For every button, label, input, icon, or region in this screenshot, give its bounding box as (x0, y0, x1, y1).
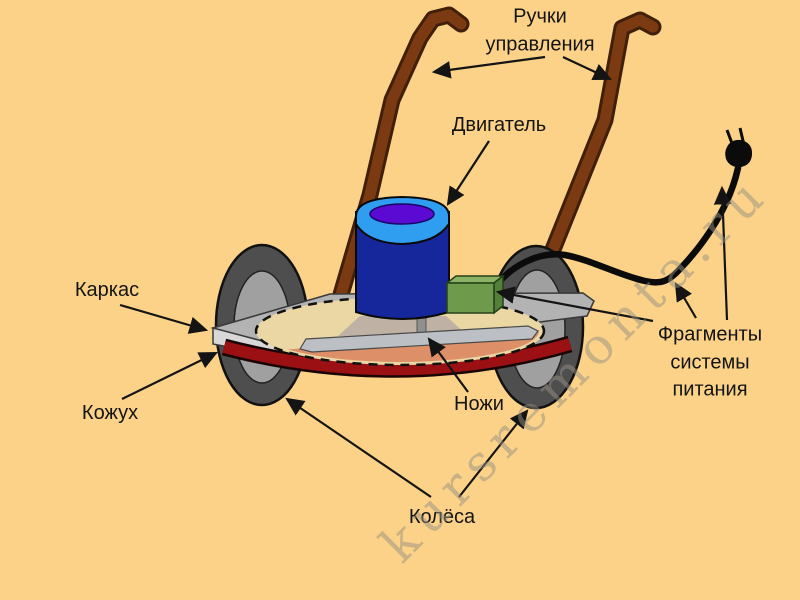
housing (222, 338, 572, 376)
connector-side (493, 274, 504, 315)
connector-front (446, 282, 495, 314)
plug-icon (725, 139, 753, 168)
arrow-casing (121, 352, 218, 400)
label-frame: Каркас (74, 279, 140, 302)
motor-cap (369, 203, 435, 225)
arrow-handles-left (431, 55, 546, 79)
label-power-system: Фрагменты системы питания (657, 323, 763, 401)
label-wheels: Колёса (408, 506, 476, 529)
arrow-power-connector (495, 286, 654, 323)
arrow-engine (446, 140, 490, 206)
arrow-handles-right (562, 56, 612, 80)
label-casing: Кожух (81, 402, 139, 425)
arrow-blades (427, 337, 469, 393)
label-engine: Двигатель (451, 114, 547, 137)
blade (299, 325, 539, 353)
arrow-power-plug (713, 185, 732, 321)
arrow-power-cable (674, 282, 697, 319)
plug-prong-left (725, 129, 735, 147)
plug-prong-right (738, 127, 746, 146)
arrow-wheels-right (458, 409, 529, 498)
label-blades: Ножи (454, 393, 504, 416)
arrow-wheels-left (285, 397, 432, 498)
label-handles: Ручки управления (485, 5, 595, 55)
arrow-frame (119, 303, 209, 334)
left-handle (334, 9, 467, 304)
cutting-perimeter-dashed (254, 295, 546, 367)
